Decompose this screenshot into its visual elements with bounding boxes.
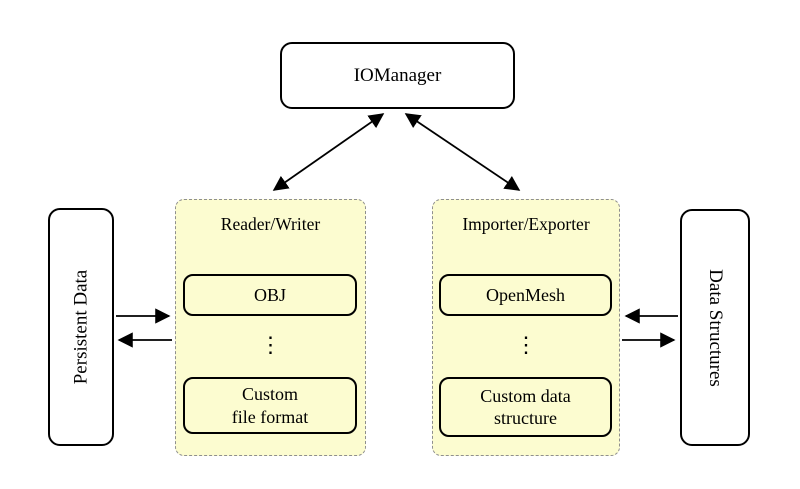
node-data-structures-label: Data Structures xyxy=(705,268,726,387)
node-data-structures: Data Structures xyxy=(680,209,750,446)
node-custom-file-format: Custom file format xyxy=(183,377,357,434)
node-custom-data-structure-label: Custom data structure xyxy=(480,385,571,429)
node-obj: OBJ xyxy=(183,274,357,316)
ellipsis-dots-right: ⋮ xyxy=(515,332,537,357)
group-reader-writer-title: Reader/Writer xyxy=(220,214,321,234)
node-custom-data-structure: Custom data structure xyxy=(439,377,612,437)
group-importer-exporter-title: Importer/Exporter xyxy=(462,214,590,234)
node-obj-label: OBJ xyxy=(253,284,286,305)
node-persistent-data-label: Persistent Data xyxy=(70,269,92,385)
ellipsis-dots-left: ⋮ xyxy=(259,332,282,357)
node-persistent-data: Persistent Data xyxy=(48,208,114,446)
node-iomanager-label: IOManager xyxy=(353,64,442,86)
arrow-iomanager-readerwriter xyxy=(272,113,385,191)
node-custom-file-format-label: Custom file format xyxy=(231,384,309,427)
node-openmesh-label: OpenMesh xyxy=(486,284,565,305)
node-iomanager: IOManager xyxy=(280,42,515,109)
arrow-iomanager-importerexporter xyxy=(404,113,521,191)
node-openmesh: OpenMesh xyxy=(439,274,612,316)
